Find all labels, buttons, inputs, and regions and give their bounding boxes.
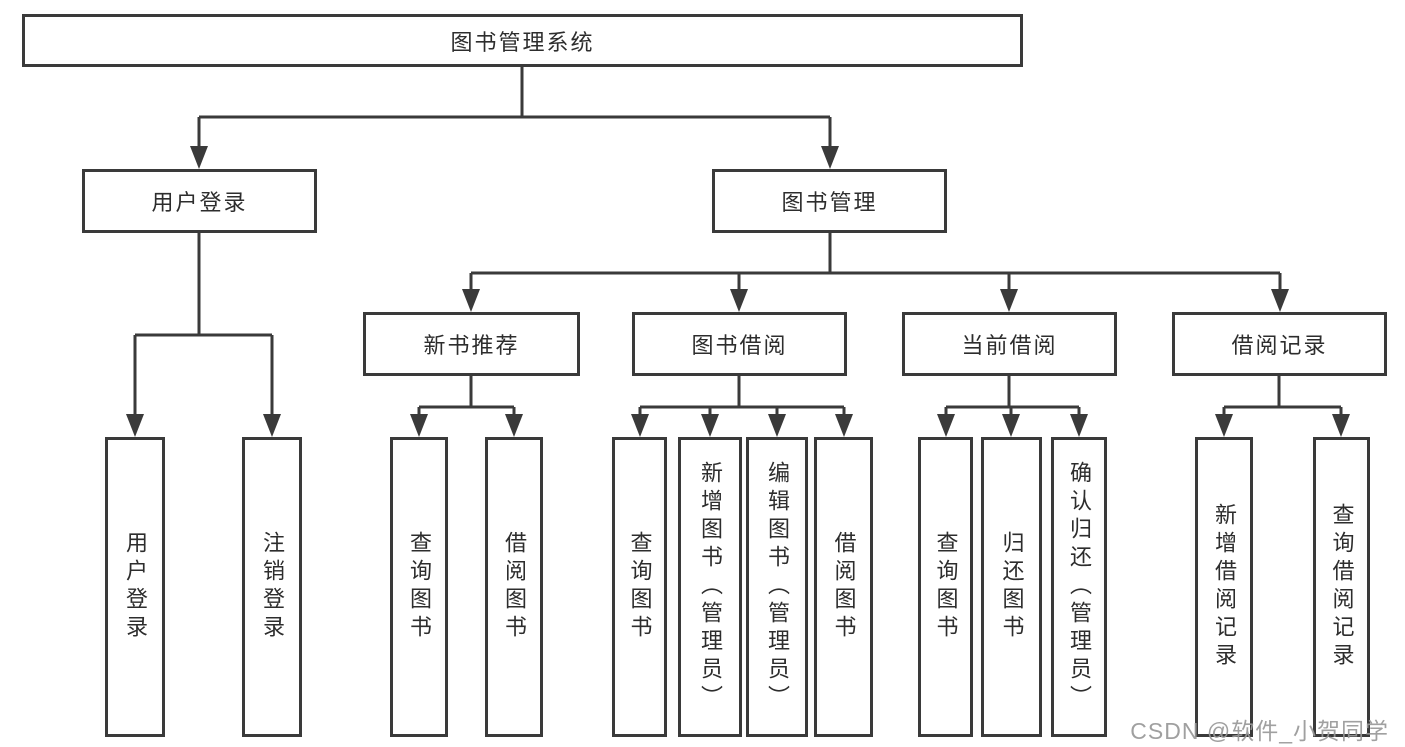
node-book-borrowing: 图书借阅 xyxy=(632,312,847,376)
node-new-book-recommend: 新书推荐 xyxy=(363,312,580,376)
leaf-query-books-recommend: 查询图书 xyxy=(390,437,448,737)
node-book-borrowing-label: 图书借阅 xyxy=(691,333,788,358)
leaf-user-login: 用户登录 xyxy=(105,437,165,737)
leaf-borrow-books-recommend-label: 借阅图书 xyxy=(502,531,527,643)
leaf-query-books-label: 查询图书 xyxy=(627,531,653,643)
node-current-borrowing-label: 当前借阅 xyxy=(961,333,1058,358)
node-library-system: 图书管理系统 xyxy=(22,14,1023,67)
leaf-confirm-return-admin-label: 确认归还（管理员） xyxy=(1067,461,1092,713)
leaf-borrow-books: 借阅图书 xyxy=(814,437,873,737)
leaf-add-borrow-record: 新增借阅记录 xyxy=(1195,437,1253,737)
leaf-edit-books-admin-label: 编辑图书（管理员） xyxy=(765,461,790,713)
node-current-borrowing: 当前借阅 xyxy=(902,312,1117,376)
watermark: CSDN @软件_小贺同学 xyxy=(1130,718,1389,744)
leaf-user-login-label: 用户登录 xyxy=(123,531,148,643)
leaf-query-books-current: 查询图书 xyxy=(918,437,973,737)
leaf-add-books-admin: 新增图书（管理员） xyxy=(678,437,742,737)
node-borrowing-records-label: 借阅记录 xyxy=(1231,333,1328,358)
node-user-login-label: 用户登录 xyxy=(151,190,248,215)
leaf-edit-books-admin: 编辑图书（管理员） xyxy=(746,437,808,737)
node-user-login: 用户登录 xyxy=(82,169,317,233)
leaf-query-books: 查询图书 xyxy=(612,437,667,737)
leaf-borrow-books-recommend: 借阅图书 xyxy=(485,437,543,737)
leaf-query-borrow-record: 查询借阅记录 xyxy=(1313,437,1370,737)
node-book-management: 图书管理 xyxy=(712,169,947,233)
leaf-add-books-admin-label: 新增图书（管理员） xyxy=(698,461,723,713)
arrowheads xyxy=(126,146,1350,437)
leaf-borrow-books-label: 借阅图书 xyxy=(831,531,857,643)
leaf-add-borrow-record-label: 新增借阅记录 xyxy=(1212,503,1237,671)
leaf-logout-label: 注销登录 xyxy=(260,531,285,643)
node-book-management-label: 图书管理 xyxy=(781,190,878,215)
node-new-book-recommend-label: 新书推荐 xyxy=(423,333,520,358)
leaf-query-borrow-record-label: 查询借阅记录 xyxy=(1329,503,1355,671)
node-borrowing-records: 借阅记录 xyxy=(1172,312,1387,376)
leaf-confirm-return-admin: 确认归还（管理员） xyxy=(1051,437,1107,737)
leaf-query-books-recommend-label: 查询图书 xyxy=(407,531,432,643)
leaf-query-books-current-label: 查询图书 xyxy=(933,531,959,643)
node-library-system-label: 图书管理系统 xyxy=(450,29,595,55)
leaf-return-books: 归还图书 xyxy=(981,437,1042,737)
leaf-logout: 注销登录 xyxy=(242,437,302,737)
leaf-return-books-label: 归还图书 xyxy=(999,531,1025,643)
